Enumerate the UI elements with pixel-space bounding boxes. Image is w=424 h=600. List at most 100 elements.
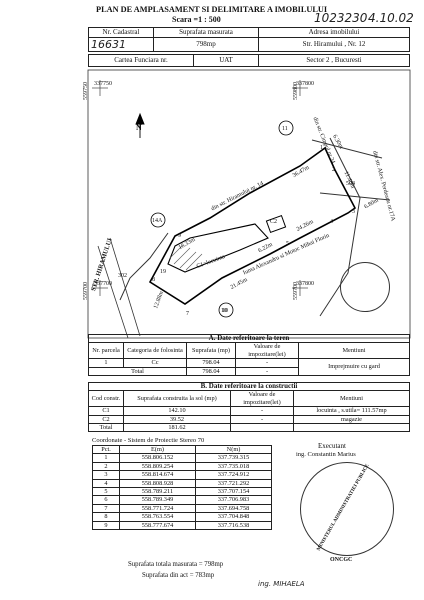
table-cell: 337.739.315 [195,453,272,463]
parcel-outline [148,146,357,305]
coord-right-1: 559800 [293,82,299,100]
constr-r2-ment: magazie [293,414,410,425]
point-2: 2 [332,167,335,173]
table-row: 9 [92,520,120,531]
table-cell: 337.694.758 [195,503,272,514]
table-cell: 558.809.254 [119,461,196,472]
parcel-code-10: 10 [221,308,227,314]
scale-label: Scara =1 : 500 [172,15,221,24]
label-nr-cadastral: Nr. Cadastral [88,27,154,38]
measured-area: Suprafata totala masurata = 798mp [128,561,224,568]
point-9: 9 [178,233,181,239]
terrain-h-val: Valoare de impozitare(lei) [235,342,299,360]
coords-h-n: N(m) [195,444,272,455]
handwritten-date: 4.10.02 [368,11,414,25]
table-row: 4 [92,478,120,489]
table-cell: 558.789.349 [119,495,196,505]
constr-h-ment: Mentiuni [293,390,410,408]
stamp-oncgc-text: ONCGC [330,557,353,563]
point-1: 1 [320,145,323,151]
table-cell: 337.704.848 [195,512,272,522]
north-arrow [135,112,145,138]
constr-total-label: Total [88,423,124,433]
terrain-r1-cat: Cc [123,358,187,368]
table-cell: 337.721.292 [195,478,272,489]
coord-bottom-1: 337700 [94,281,112,287]
terrain-h-ment: Mentiuni [298,342,410,360]
terrain-table: A. Date referitoare la teren Nr. parcela… [88,333,410,377]
point-302: 302 [118,273,127,279]
terrain-h-cat: Categoria de folosinta [123,342,187,360]
coords-h-e: E(m) [119,444,196,455]
parcel-code-11: 11 [282,126,288,132]
cf-table: Cartea Funciara nr. UAT Sector 2 , Bucur… [88,54,410,67]
terrain-total-tax: - [235,366,299,377]
table-row: 8 [92,512,120,522]
constr-r1-ment: locuinta , s.utila= 111.57mp [293,406,410,416]
official-stamp-ministry [300,462,394,556]
coord-left-1: 559750 [83,82,89,100]
table-cell: 558.808.928 [119,478,196,489]
coord-top-1: 337750 [94,81,112,87]
constr-h-cod: Cod constr. [88,390,124,408]
terrain-total-label: Total [88,366,187,377]
table-cell: 558.771.724 [119,503,196,514]
table-cell: 337.724.912 [195,470,272,480]
value-suprafata: 798mp [153,37,259,52]
label-uat: UAT [193,54,259,67]
coord-right-2: 559700 [293,282,299,300]
table-cell: 337.735.018 [195,461,272,472]
table-row: 2 [92,461,120,472]
terrain-h-nr: Nr. parcela [88,342,124,360]
point-5: 5 [286,241,289,247]
handwritten-number: 1023230 [314,11,368,25]
terrain-h-supr: Suprafata (mp) [186,342,236,360]
value-adresa: Str. Hiramului , Nr. 12 [258,37,410,52]
constr-r1-cod: C1 [88,406,124,416]
building-c2-label: C2 [270,219,278,225]
point-4: 4 [330,219,333,225]
table-cell: 558.763.554 [119,512,196,522]
site-plan [87,69,411,339]
constr-r2-supr: 39.52 [123,414,231,425]
signature-name: ing. MIHAELA [258,580,305,588]
building-c2 [265,214,287,234]
table-cell: 337.707.154 [195,487,272,497]
table-cell: 337.706.983 [195,495,272,505]
table-cell: 337.716.538 [195,520,272,531]
executant-label: Executant [318,442,346,450]
constr-r2-cod: C2 [88,414,124,425]
parcel-code-14a: 14A [152,218,163,224]
label-adresa: Adresa imobilului [258,27,410,38]
building-c1 [167,223,269,273]
constructions-table: B. Date referitoare la constructii Cod c… [88,381,410,433]
constr-title: B. Date referitoare la constructii [88,381,410,392]
table-cell: 558.777.674 [119,520,196,531]
executant-name: ing. Constantin Marius [296,451,356,458]
table-cell: 558.789.211 [119,487,196,497]
table-row: 6 [92,495,120,505]
point-19: 19 [160,269,166,275]
constr-r1-supr: 142.10 [123,406,231,416]
official-stamp-top [340,262,390,312]
terrain-title: A. Date referitoare la teren [88,333,410,344]
label-suprafata: Suprafata masurata [153,27,259,38]
point-3: 3 [352,209,355,215]
table-cell: 558.806.152 [119,453,196,463]
point-504: 504 [346,181,355,187]
coord-left-2: 559700 [83,282,89,300]
constr-r1-val: - [230,406,294,416]
constr-total-value: 181.62 [123,423,231,433]
table-cell: 558.814.674 [119,470,196,480]
page-title: PLAN DE AMPLASAMENT SI DELIMITARE A IMOB… [96,5,328,14]
constr-r2-val: - [230,414,294,425]
point-8: 8 [152,277,155,283]
table-row: 5 [92,487,120,497]
point-10: 10 [222,308,228,314]
coord-top-2: 337800 [296,81,314,87]
terrain-r1-supr: 798.04 [186,358,236,368]
value-sector: Sector 2 , Bucuresti [258,54,410,67]
act-area: Suprafata din act = 783mp [142,572,215,579]
label-carte-funciara: Cartea Funciara nr. [88,54,194,67]
